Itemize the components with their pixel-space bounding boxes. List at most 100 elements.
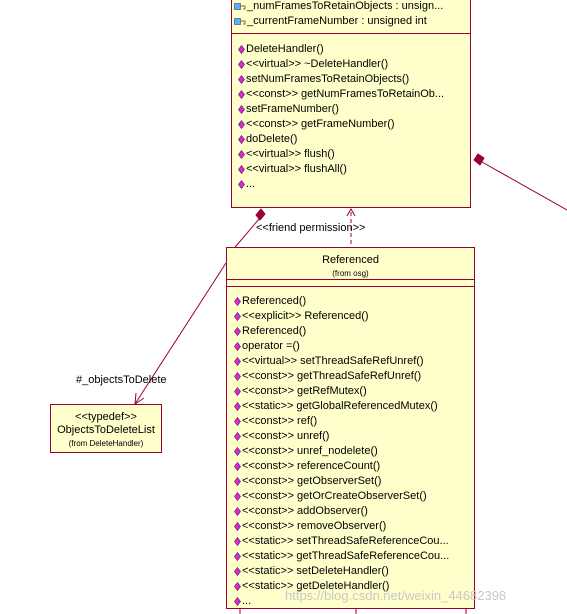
operation-row-label: <<virtual>> ~DeleteHandler() [246, 58, 389, 70]
method-icon [234, 327, 241, 336]
operation-row: <<const>> getObserverSet() [227, 474, 474, 489]
operation-row-label: <<const>> removeObserver() [242, 520, 387, 532]
method-icon [234, 432, 241, 441]
operation-row-label: <<const>> referenceCount() [242, 460, 381, 472]
attribute-row-label: _currentFrameNumber : unsigned int [247, 15, 427, 27]
method-icon [238, 120, 245, 129]
operation-row-label: setNumFramesToRetainObjects() [246, 73, 410, 85]
operation-row-label: ... [246, 178, 256, 190]
operation-row-label: <<const>> ref() [242, 415, 318, 427]
attribute-row: _currentFrameNumber : unsigned int [232, 14, 470, 29]
operation-row: <<const>> getOrCreateObserverSet() [227, 489, 474, 504]
method-icon [234, 492, 241, 501]
operation-row: <<const>> addObserver() [227, 504, 474, 519]
right-aggregation-line [481, 161, 567, 211]
method-icon [238, 165, 245, 174]
attribute-row: _numFramesToRetainObjects : unsign... [232, 0, 470, 14]
method-icon [234, 507, 241, 516]
referenced-divider-2 [227, 286, 474, 287]
key-field-icon [234, 3, 246, 10]
operation-row-label: <<explicit>> Referenced() [242, 310, 369, 322]
method-icon [234, 372, 241, 381]
operation-row-label: ... [242, 595, 252, 607]
operation-row-label: <<const>> unref_nodelete() [242, 445, 378, 457]
method-icon [234, 342, 241, 351]
aggregation-diamond [255, 208, 266, 221]
association-line [134, 262, 227, 405]
referenced-class-package: (from osg) [332, 269, 369, 278]
method-icon [238, 60, 245, 69]
operation-row-label: Referenced() [242, 295, 307, 307]
method-icon [234, 462, 241, 471]
method-icon [234, 597, 241, 606]
method-icon [234, 387, 241, 396]
operation-row-label: setFrameNumber() [246, 103, 339, 115]
friend-permission-label: <<friend permission>> [256, 222, 366, 234]
operation-row: doDelete() [232, 132, 470, 147]
method-icon [234, 522, 241, 531]
operation-row: <<const>> removeObserver() [227, 519, 474, 534]
method-icon [234, 537, 241, 546]
operation-row-label: <<const>> getFrameNumber() [246, 118, 395, 130]
delete-handler-class[interactable]: _numFramesToRetainObjects : unsign... _cu… [231, 0, 471, 208]
operation-row: <<const>> ref() [227, 414, 474, 429]
operation-row-label: <<static>> getGlobalReferencedMutex() [242, 400, 438, 412]
objects-to-delete-list-name: ObjectsToDeleteList [57, 424, 155, 436]
operation-row-label: <<const>> addObserver() [242, 505, 368, 517]
operation-row: <<const>> getRefMutex() [227, 384, 474, 399]
operation-row-label: <<virtual>> flush() [246, 148, 335, 160]
operation-row: <<virtual>> ~DeleteHandler() [232, 57, 470, 72]
operation-row: ... [232, 177, 470, 192]
operation-row-label: <<const>> getThreadSafeRefUnref() [242, 370, 422, 382]
operation-row-label: <<virtual>> setThreadSafeRefUnref() [242, 355, 424, 367]
objects-to-delete-list-class[interactable]: <<typedef>> ObjectsToDeleteList (from De… [50, 404, 162, 453]
method-icon [238, 105, 245, 114]
key-field-icon [234, 18, 246, 25]
operation-row: <<const>> getThreadSafeRefUnref() [227, 369, 474, 384]
operation-row: <<const>> getNumFramesToRetainOb... [232, 87, 470, 102]
method-icon [238, 180, 245, 189]
method-icon [234, 447, 241, 456]
referenced-class[interactable]: Referenced (from osg) Referenced()<<expl… [226, 247, 475, 609]
operation-row: <<static>> getThreadSafeReferenceCou... [227, 549, 474, 564]
operation-row-label: <<static>> getDeleteHandler() [242, 580, 390, 592]
right-aggregation-diamond [473, 153, 485, 166]
operation-row: <<static>> getGlobalReferencedMutex() [227, 399, 474, 414]
operation-row: <<const>> referenceCount() [227, 459, 474, 474]
operation-row-label: Referenced() [242, 325, 307, 337]
method-icon [238, 150, 245, 159]
operation-row: <<const>> getFrameNumber() [232, 117, 470, 132]
aggregation-line [230, 218, 260, 253]
operation-row-label: doDelete() [246, 133, 298, 145]
operation-row: ... [227, 594, 474, 609]
operation-row: setNumFramesToRetainObjects() [232, 72, 470, 87]
operation-row: DeleteHandler() [232, 42, 470, 57]
operation-row-label: <<static>> getThreadSafeReferenceCou... [242, 550, 450, 562]
operation-row-label: <<virtual>> flushAll() [246, 163, 347, 175]
method-icon [234, 312, 241, 321]
operation-row: Referenced() [227, 294, 474, 309]
operation-row-label: <<const>> unref() [242, 430, 330, 442]
operation-row: operator =() [227, 339, 474, 354]
objects-to-delete-list-package: (from DeleteHandler) [68, 439, 144, 448]
operation-row-label: <<const>> getNumFramesToRetainOb... [246, 88, 445, 100]
operation-row-label: <<const>> getOrCreateObserverSet() [242, 490, 427, 502]
method-icon [234, 477, 241, 486]
operation-row: <<virtual>> flushAll() [232, 162, 470, 177]
objects-to-delete-list-stereotype: <<typedef>> [75, 411, 137, 423]
operation-row: <<static>> getDeleteHandler() [227, 579, 474, 594]
method-icon [238, 45, 245, 54]
method-icon [234, 402, 241, 411]
method-icon [234, 357, 241, 366]
operation-row-label: <<static>> setDeleteHandler() [242, 565, 389, 577]
method-icon [234, 417, 241, 426]
attribute-row-label: _numFramesToRetainObjects : unsign... [247, 0, 444, 12]
operation-row: Referenced() [227, 324, 474, 339]
method-icon [234, 552, 241, 561]
operation-row: <<static>> setDeleteHandler() [227, 564, 474, 579]
objects-to-delete-role-label: #_objectsToDelete [76, 374, 167, 386]
operation-row: <<virtual>> flush() [232, 147, 470, 162]
method-icon [234, 297, 241, 306]
referenced-divider-1 [227, 279, 474, 280]
operation-row-label: operator =() [242, 340, 300, 352]
